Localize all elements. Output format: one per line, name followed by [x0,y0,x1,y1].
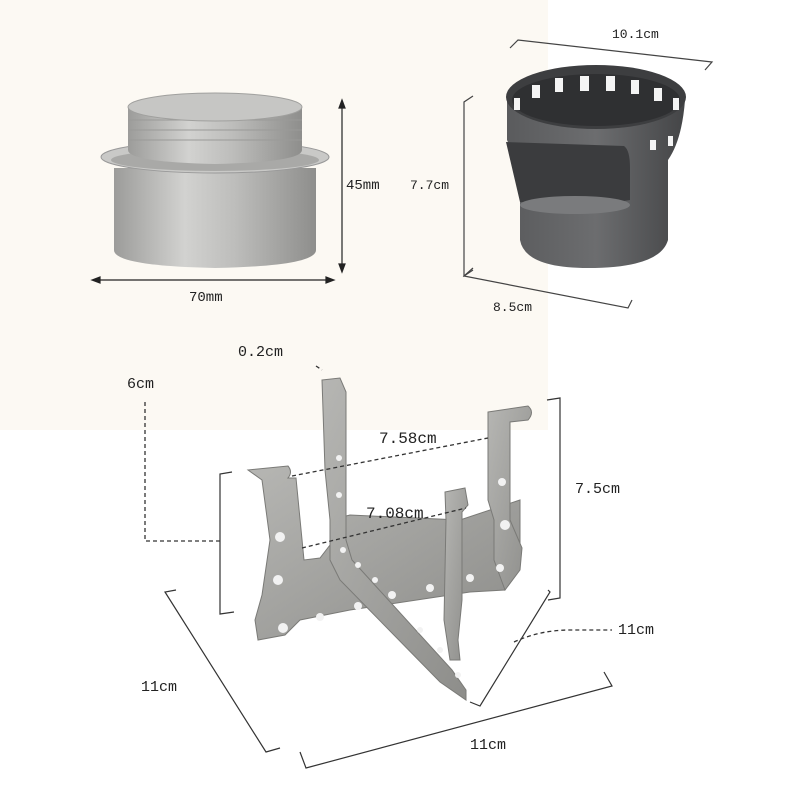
stand-holes [273,455,510,678]
stand-right-depth-label: 11cm [618,622,655,639]
stand-left-depth-label: 11cm [141,679,178,696]
stand-hook-label: 6cm [127,376,155,393]
stand-dimension-lines [164,397,613,769]
burner-dimension-lines [90,98,346,284]
cup-dimension-lines [462,39,714,309]
stand-height-label: 7.5cm [575,481,621,498]
cross-pot-stand [246,377,532,701]
burner-height-label: 45mm [346,178,380,194]
cup-height-label: 7.7cm [410,178,450,193]
burner-canister [100,92,330,268]
stand-outer-span-label: 7.58cm [379,430,437,448]
cup-bottom-label: 8.5cm [493,300,533,315]
stand-thickness-label: 0.2cm [238,344,284,361]
windscreen-cup [506,65,686,268]
burner-width-label: 70mm [189,290,223,306]
cup-top-diameter-label: 10.1cm [612,27,659,42]
stand-bottom-width-label: 11cm [470,737,507,754]
stand-inner-span-label: 7.08cm [366,505,424,523]
stand-dashed-guides [144,365,612,643]
